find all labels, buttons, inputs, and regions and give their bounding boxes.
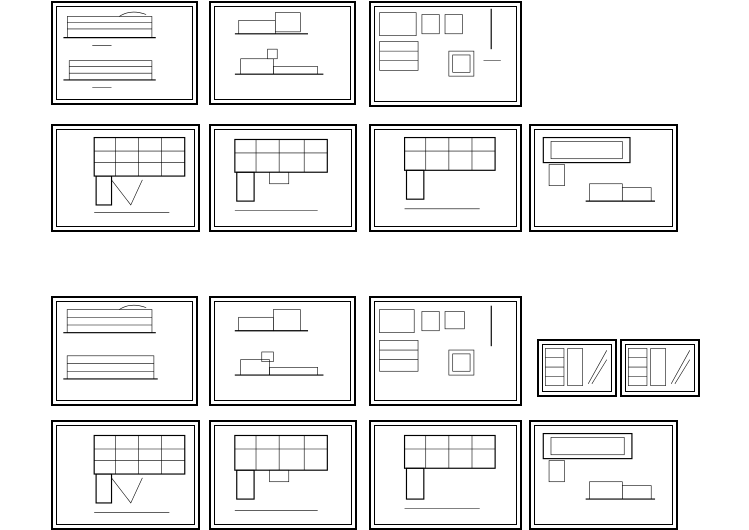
floor-plan-drawing	[234, 138, 328, 212]
floor-plan-drawing	[93, 434, 186, 513]
roof-plan-drawing	[542, 136, 656, 202]
drawing-sheet-floor-plan[interactable]	[369, 124, 522, 232]
drawing-sheet-elevations-small[interactable]	[209, 296, 356, 406]
detail-drawing	[628, 348, 691, 386]
drawing-sheet-details[interactable]	[369, 296, 522, 406]
drawing-sheet-roof-plan[interactable]	[529, 124, 678, 232]
elevation-drawing	[234, 12, 324, 75]
drawing-sheet-roof-plan[interactable]	[529, 420, 678, 530]
drawing-sheet-details[interactable]	[369, 1, 522, 107]
elevation-drawing	[63, 11, 156, 88]
detail-drawing	[379, 305, 492, 376]
drawing-sheet-detail-small[interactable]	[537, 339, 617, 397]
floor-plan-drawing	[403, 434, 496, 510]
drawing-sheet-elevations[interactable]	[51, 296, 198, 406]
drawing-sheet-floor-plan[interactable]	[209, 420, 357, 530]
floor-plan-drawing	[234, 434, 328, 511]
drawing-sheet-floor-plan[interactable]	[369, 420, 522, 530]
drawing-sheet-floor-plan[interactable]	[51, 420, 200, 530]
detail-drawing	[545, 348, 608, 386]
elevation-drawing	[63, 304, 158, 380]
drawing-sheet-elevations[interactable]	[51, 1, 198, 105]
drawing-sheet-detail-small[interactable]	[620, 339, 700, 397]
floor-plan-drawing	[93, 136, 186, 213]
drawing-sheet-elevations-small[interactable]	[209, 1, 356, 105]
detail-drawing	[379, 8, 501, 77]
roof-plan-drawing	[542, 432, 656, 500]
drawing-sheet-floor-plan[interactable]	[51, 124, 200, 232]
floor-plan-drawing	[403, 136, 496, 210]
elevation-drawing	[234, 309, 324, 376]
drawing-sheet-floor-plan[interactable]	[209, 124, 357, 232]
